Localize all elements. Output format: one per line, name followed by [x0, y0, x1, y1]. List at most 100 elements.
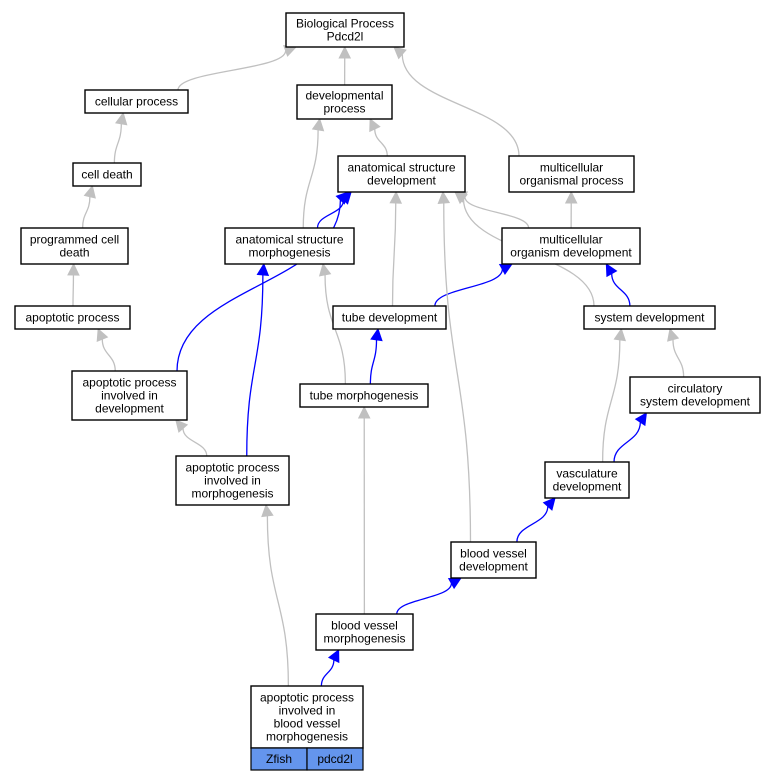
edges-layer [67, 45, 685, 687]
arrowhead-apoptotic_process-to-programmed_cell_death [67, 262, 80, 276]
term-box [508, 155, 635, 193]
edge-blood_vessel_morphogenesis-to-blood_vessel_development [396, 583, 453, 615]
term-label-line: apoptotic process [82, 376, 176, 390]
term-node-apoptotic-process[interactable]: apoptotic process [14, 305, 131, 330]
edge-apoptotic_process_in_morphogenesis-to-anatomical_structure_morphogenesis [246, 274, 264, 457]
term-label-line: development [553, 480, 622, 494]
term-box [501, 227, 641, 265]
term-label-line: development [95, 402, 164, 416]
edge-target-to-apoptotic_process_in_morphogenesis [266, 515, 290, 687]
term-node-cell-death[interactable]: cell death [72, 162, 142, 187]
edge-blood_vessel_development-to-vasculature_development [516, 506, 549, 543]
term-box [175, 455, 290, 506]
term-label-line: Biological Process [296, 17, 394, 31]
arrowhead-multicellular_organism_development-to-multicellular_organismal_process [564, 190, 578, 204]
edge-anatomical_structure_morphogenesis-to-anatomical_structure_development [316, 199, 345, 229]
arrowhead-vasculature_development-to-circulatory_system_development [634, 412, 648, 427]
term-label-line: morphogenesis [323, 632, 405, 646]
term-label-line: cell death [81, 168, 132, 182]
term-label-line: anatomical structure [235, 233, 343, 247]
term-label-line: organism development [510, 246, 632, 260]
term-box [296, 84, 393, 120]
term-label-line: anatomical structure [347, 161, 455, 175]
term-node-tube-development[interactable]: tube development [332, 305, 447, 330]
arrowhead-anatomical_structure_morphogenesis-to-developmental_process [311, 117, 325, 132]
edge-cell_death-to-cellular_process [113, 123, 122, 164]
arrowhead-blood_vessel_morphogenesis-to-tube_morphogenesis [357, 405, 371, 419]
term-label-line: multicellular [539, 233, 602, 247]
term-label-line: apoptotic process [25, 311, 119, 325]
term-label-line: morphogenesis [266, 730, 348, 744]
arrowhead-circulatory_system_development-to-system_development [667, 327, 680, 342]
term-node-system-development[interactable]: system development [583, 305, 716, 330]
term-label-line: multicellular [540, 161, 603, 175]
edge-apoptotic_process_in_morphogenesis-to-apoptotic_process_in_development [182, 428, 208, 457]
term-label-line: organismal process [519, 174, 623, 188]
term-box [72, 162, 142, 187]
term-label-line: tube development [342, 311, 438, 325]
arrowhead-tube_development-to-anatomical_structure_development [389, 190, 403, 204]
edge-tube_development-to-multicellular_organism_development [434, 269, 503, 307]
arrowhead-programmed_cell_death-to-cell_death [83, 184, 96, 199]
term-label-line: apoptotic process [185, 461, 279, 475]
term-label-line: morphogenesis [248, 246, 330, 260]
term-box [224, 227, 355, 265]
term-label-line: development [367, 174, 436, 188]
term-box [20, 227, 129, 265]
gene-annotation[interactable]: Zfish pdcd2l [250, 747, 364, 771]
term-label-line: programmed cell [30, 233, 119, 247]
arrowhead-blood_vessel_development-to-anatomical_structure_development [437, 190, 451, 204]
term-node-cellular-process[interactable]: cellular process [84, 89, 189, 114]
term-label-line: system development [640, 395, 751, 409]
arrowhead-developmental_process-to-root [338, 45, 352, 59]
term-label-line: process [323, 102, 365, 116]
edge-vasculature_development-to-circulatory_system_development [613, 422, 641, 463]
arrowhead-target-to-blood_vessel_morphogenesis [327, 648, 340, 664]
edge-anatomical_structure_development-to-developmental_process [374, 128, 388, 157]
term-label-line: system development [594, 311, 705, 325]
edge-tube_morphogenesis-to-tube_development [369, 339, 378, 385]
term-box [315, 613, 414, 651]
gene-cell[interactable] [306, 747, 364, 771]
term-box [71, 370, 188, 421]
term-box [14, 305, 131, 330]
arrowhead-apoptotic_process_in_morphogenesis-to-anatomical_structure_morphogenesis [256, 262, 270, 277]
edge-anatomical_structure_morphogenesis-to-developmental_process [302, 129, 319, 229]
arrowhead-multicellular_organismal_process-to-root [393, 46, 407, 60]
arrowhead-system_development-to-anatomical_structure_development [454, 191, 468, 205]
arrowhead-anatomical_structure_development-to-developmental_process [369, 117, 381, 133]
arrowhead-tube_morphogenesis-to-tube_development [370, 327, 383, 342]
species-label: Zfish [266, 752, 292, 766]
edge-target-to-blood_vessel_morphogenesis [320, 659, 335, 687]
edge-tube_development-to-anatomical_structure_development [391, 202, 397, 307]
edge-circulatory_system_development-to-system_development [672, 339, 685, 378]
term-label-line: circulatory [668, 382, 723, 396]
arrowhead-tube_morphogenesis-to-anatomical_structure_morphogenesis [318, 262, 332, 277]
term-box [332, 305, 447, 330]
term-node-tube-morphogenesis[interactable]: tube morphogenesis [299, 383, 429, 408]
edge-cellular_process-to-root [177, 50, 287, 91]
term-box [250, 685, 364, 749]
term-label-line: developmental [305, 89, 383, 103]
term-label-line: blood vessel [460, 547, 527, 561]
term-box [583, 305, 716, 330]
term-label-line: morphogenesis [191, 487, 273, 501]
gene-label: pdcd2l [317, 752, 352, 766]
edge-blood_vessel_development-to-anatomical_structure_development [443, 202, 472, 543]
term-label-line: cellular process [95, 95, 178, 109]
